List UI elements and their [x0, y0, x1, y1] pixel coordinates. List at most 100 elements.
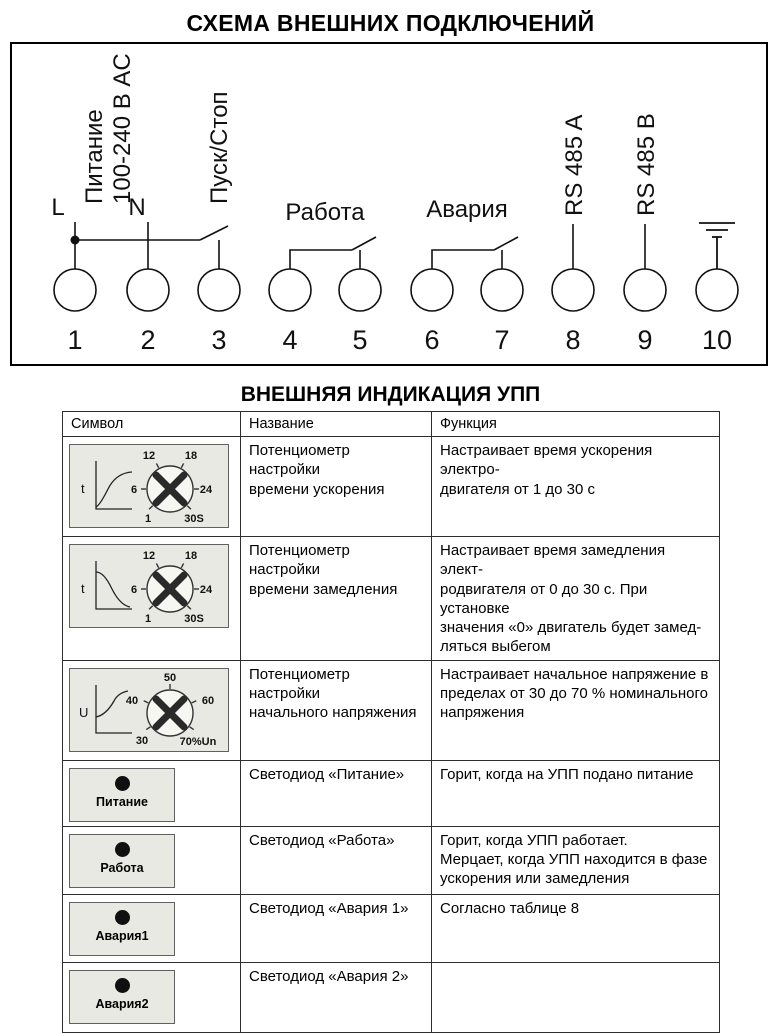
- tick-6: 6: [131, 484, 137, 496]
- knob-cross-icon: [152, 571, 188, 607]
- terminal-4: [268, 268, 312, 312]
- terminal-6: [410, 268, 454, 312]
- label-power-line2: 100-240 В AC: [109, 53, 136, 204]
- tick-30s: 30S: [184, 513, 204, 525]
- led-dot: [114, 775, 130, 791]
- table-row-decel-pot: t 12 18: [62, 536, 720, 661]
- indication-table: Символ Название Функция: [62, 410, 720, 1033]
- table-row-led-power: Питание Светодиод «Питание» Горит, когда…: [62, 759, 720, 827]
- terminal-number-9: 9: [637, 325, 652, 355]
- label-L: L: [51, 194, 64, 221]
- tick-18: 18: [185, 550, 197, 562]
- led-dot: [114, 909, 130, 925]
- led-label: Питание: [96, 794, 148, 809]
- table-row-led-run: Работа Светодиод «Работа» Горит, когда У…: [62, 825, 720, 895]
- wiring-diagram: 1 2 3 4 5 6 7 8 9 10 L N Питание 100-240…: [51, 53, 739, 355]
- ground-icon: [699, 222, 735, 269]
- tick-12: 12: [143, 550, 155, 562]
- cell-function: Согласно таблице 8: [431, 893, 720, 963]
- terminal-10: [695, 268, 739, 312]
- led-power-icon: Питание: [69, 767, 175, 822]
- tick-30: 30: [136, 735, 148, 747]
- tick-30s: 30S: [184, 613, 204, 625]
- terminal-number-6: 6: [424, 325, 439, 355]
- terminal-number-2: 2: [140, 325, 155, 355]
- cell-name: Светодиод «Питание»: [240, 759, 432, 827]
- wire-terminal-6: [431, 249, 494, 269]
- cell-symbol: U 50 40: [62, 659, 241, 761]
- led-dot: [114, 841, 130, 857]
- table-header-row: Символ Название Функция: [62, 410, 720, 438]
- axis-label-t: t: [81, 581, 85, 596]
- knob-cross-icon: [152, 471, 188, 507]
- terminal-7: [480, 268, 524, 312]
- table-row-led-fault2: Авария2 Светодиод «Авария 2»: [62, 961, 720, 1033]
- header-name: Название: [240, 410, 432, 438]
- table-row-led-fault1: Авария1 Светодиод «Авария 1» Согласно та…: [62, 893, 720, 963]
- terminal-5: [338, 268, 382, 312]
- led-label: Авария1: [95, 928, 149, 943]
- header-symbol: Символ: [62, 410, 241, 438]
- terminal-number-1: 1: [67, 325, 82, 355]
- cell-function: [431, 961, 720, 1033]
- tick-60: 60: [202, 695, 214, 707]
- terminal-number-3: 3: [211, 325, 226, 355]
- led-dot: [114, 977, 130, 993]
- tick-40: 40: [126, 695, 138, 707]
- page-title: СХЕМА ВНЕШНИХ ПОДКЛЮЧЕНИЙ: [186, 10, 595, 36]
- label-start-stop: Пуск/Стоп: [206, 91, 233, 204]
- knob-cross-icon: [152, 695, 188, 731]
- cell-name: Потенциометр настройки времени замедлени…: [240, 536, 432, 661]
- accel-potentiometer-icon: t 12 18: [69, 444, 229, 529]
- terminal-1: [53, 268, 97, 312]
- cell-function: Горит, когда УПП работает. Мерцает, когд…: [431, 825, 720, 895]
- cell-function: Настраивает время замедления элект- родв…: [431, 536, 720, 661]
- section-title: ВНЕШНЯЯ ИНДИКАЦИЯ УПП: [240, 383, 541, 406]
- tick-24: 24: [200, 484, 213, 496]
- tick-24: 24: [200, 584, 213, 596]
- cell-name: Светодиод «Авария 1»: [240, 893, 432, 963]
- switch-lever-start-stop: [199, 225, 229, 241]
- tick-1: 1: [145, 513, 151, 525]
- junction-dot: [70, 235, 80, 245]
- terminal-3: [197, 268, 241, 312]
- axis-label-u: U: [79, 705, 88, 720]
- header-function: Функция: [431, 410, 720, 438]
- led-label: Работа: [100, 860, 144, 875]
- led-label: Авария2: [95, 996, 149, 1011]
- led-run-icon: Работа: [69, 833, 175, 888]
- tick-12: 12: [143, 450, 155, 462]
- terminal-number-8: 8: [565, 325, 580, 355]
- tick-18: 18: [185, 450, 197, 462]
- terminal-number-10: 10: [702, 325, 732, 355]
- terminal-9: [623, 268, 667, 312]
- label-rs485b: RS 485 B: [633, 113, 660, 216]
- label-N: N: [128, 194, 145, 221]
- cell-symbol: t 12 18: [62, 436, 241, 538]
- led-fault1-icon: Авария1: [69, 901, 175, 956]
- tick-1: 1: [145, 613, 151, 625]
- cell-name: Светодиод «Работа»: [240, 825, 432, 895]
- axis-label-t: t: [81, 481, 85, 496]
- cell-symbol: Работа: [62, 825, 241, 895]
- tick-50: 50: [164, 672, 176, 684]
- cell-symbol: Авария1: [62, 893, 241, 963]
- label-rs485a: RS 485 A: [561, 115, 588, 216]
- decel-potentiometer-icon: t 12 18: [69, 544, 229, 629]
- terminal-number-7: 7: [494, 325, 509, 355]
- indication-table-wrap: Символ Название Функция: [62, 410, 720, 1033]
- voltage-potentiometer-icon: U 50 40: [69, 667, 229, 752]
- label-power-line1: Питание: [81, 109, 108, 204]
- cell-symbol: Авария2: [62, 961, 241, 1033]
- contact-lever-fault: [493, 236, 519, 251]
- cell-name: Светодиод «Авария 2»: [240, 961, 432, 1033]
- cell-name: Потенциометр настройки начального напряж…: [240, 659, 432, 761]
- table-row-voltage-pot: U 50 40: [62, 659, 720, 761]
- table-row-accel-pot: t 12 18: [62, 436, 720, 538]
- cell-function: Настраивает начальное напряжение в преде…: [431, 659, 720, 761]
- terminals: [53, 268, 739, 312]
- cell-name: Потенциометр настройки времени ускорения: [240, 436, 432, 538]
- tick-70un: 70%Un: [180, 736, 217, 748]
- contact-lever-run: [351, 236, 377, 251]
- label-fault: Авария: [426, 196, 508, 223]
